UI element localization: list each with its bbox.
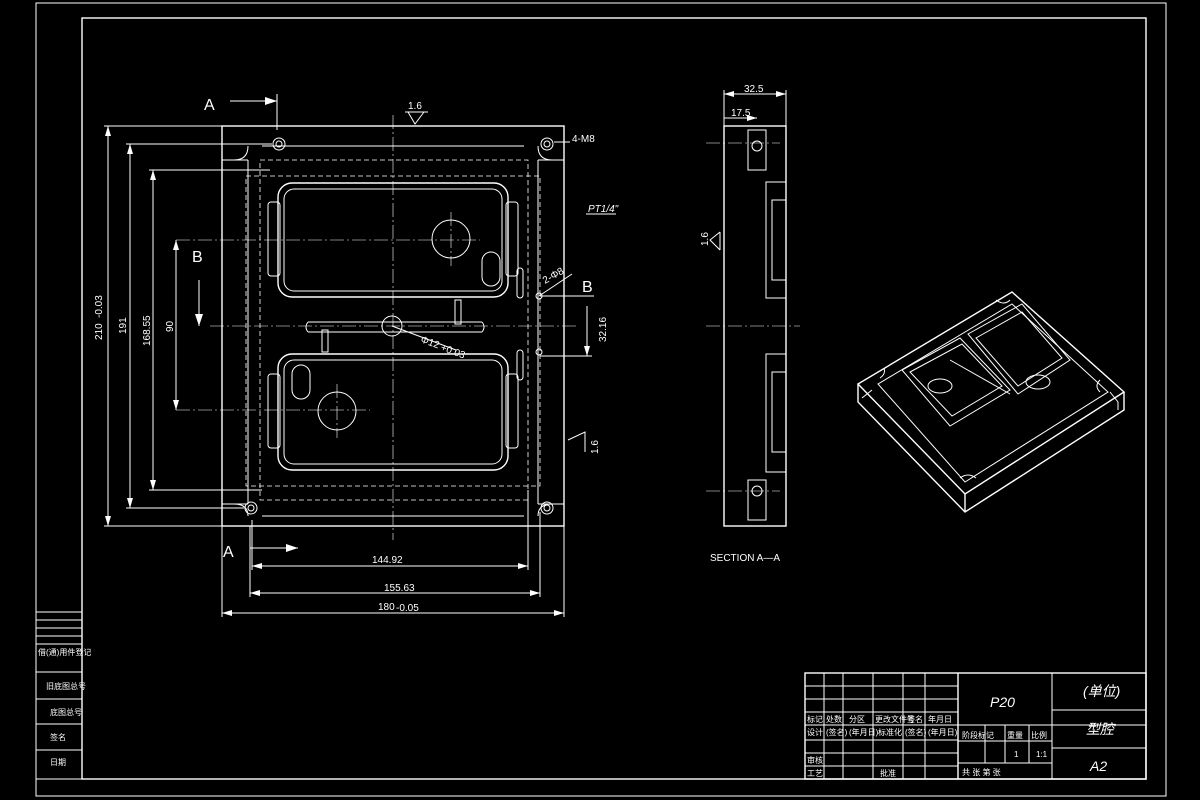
bore-tol: +0.03: [439, 342, 467, 361]
section-caption: SECTION A—A: [710, 553, 780, 564]
tb-design: (签名): [905, 727, 927, 737]
side-strip-label: 借(通)用件登记: [38, 647, 91, 657]
side-strip-label: 签名: [50, 732, 66, 742]
tb-weight: 重量: [1007, 730, 1023, 740]
dim-210: 210: [94, 323, 105, 340]
pipe-note: PT1/4": [588, 204, 619, 215]
dim-191: 191: [118, 317, 129, 334]
tb-unit: (单位): [1083, 683, 1120, 699]
dim-155-63: 155.63: [384, 583, 415, 594]
section-a-label-bottom: A: [223, 544, 234, 561]
dim-180-tol: -0.05: [396, 603, 419, 614]
tb-scale: 1:1: [1036, 750, 1048, 759]
dim-168-55: 168.55: [142, 315, 153, 346]
tb-check: 审核: [807, 755, 823, 765]
roughness-side: 1.6: [700, 232, 711, 246]
tb-scale-label: 比例: [1031, 730, 1047, 740]
tb-design: 设计: [807, 727, 823, 737]
title-block: 标记 处数 分区 更改文件号 签名 年月日 设计 (签名) (年月日) 标准化 …: [804, 672, 1147, 780]
dim-90: 90: [165, 320, 176, 332]
section-a-label-top: A: [204, 97, 215, 114]
tb-design: 标准化: [878, 727, 902, 737]
tb-header: 分区: [849, 715, 865, 724]
horizontal-dims: 144.92 155.63 180 -0.05: [221, 490, 565, 617]
tb-header: 年月日: [928, 714, 952, 724]
roughness-right: 1.6: [590, 440, 601, 454]
tb-process: 工艺: [807, 769, 823, 778]
tb-material: P20: [990, 694, 1015, 710]
frame-border: [81, 17, 1147, 780]
tb-header: 处数: [826, 714, 842, 724]
tb-qty: 1: [1014, 750, 1019, 759]
tb-sheet-size: A2: [1089, 758, 1107, 774]
dim-17-5: 17.5: [731, 108, 751, 119]
dim-144-92: 144.92: [372, 555, 403, 566]
tb-design: (年月日): [928, 727, 958, 737]
tb-stage: 阶段标记: [962, 730, 994, 740]
plan-view: A A B B 1.6 1.6 4-M8 PT1/4" 2-Φ8 Φ12 +0.…: [94, 94, 619, 617]
tb-header: 标记: [807, 714, 823, 724]
side-strip: 借(通)用件登记 旧底图总号 底图总号 签名 日期: [35, 611, 91, 780]
tb-design: (年月日): [849, 727, 879, 737]
tb-part-name: 型腔: [1086, 721, 1116, 737]
roughness-top: 1.6: [408, 101, 422, 112]
section-view: 32.5 17.5 1.6 SECTION A—A: [700, 84, 800, 564]
dim-32-5: 32.5: [744, 84, 764, 95]
tb-sheets: 共 张 第 张: [962, 767, 1001, 777]
isometric-view: [856, 291, 1126, 513]
dim-32-16: 32.16: [598, 317, 609, 342]
hole-note: 2-Φ8: [541, 266, 566, 287]
tb-header: 更改文件号: [875, 714, 915, 724]
bore-note: Φ12: [419, 334, 441, 351]
tb-design: (签名): [826, 727, 848, 737]
thread-note: 4-M8: [572, 134, 595, 145]
sheet-border: [35, 2, 1167, 797]
vertical-dims: 210 -0.03 191 168.55 90 32.16: [94, 125, 609, 527]
side-strip-label: 底图总号: [50, 707, 82, 717]
tb-header: 签名: [907, 714, 923, 724]
dim-210-tol: -0.03: [94, 295, 105, 318]
section-b-label-left: B: [192, 249, 203, 266]
side-strip-label: 日期: [50, 758, 66, 767]
side-strip-label: 旧底图总号: [46, 681, 86, 691]
section-b-label-right: B: [582, 279, 593, 296]
tb-approve: 批准: [880, 768, 896, 778]
dim-180: 180: [378, 602, 395, 613]
